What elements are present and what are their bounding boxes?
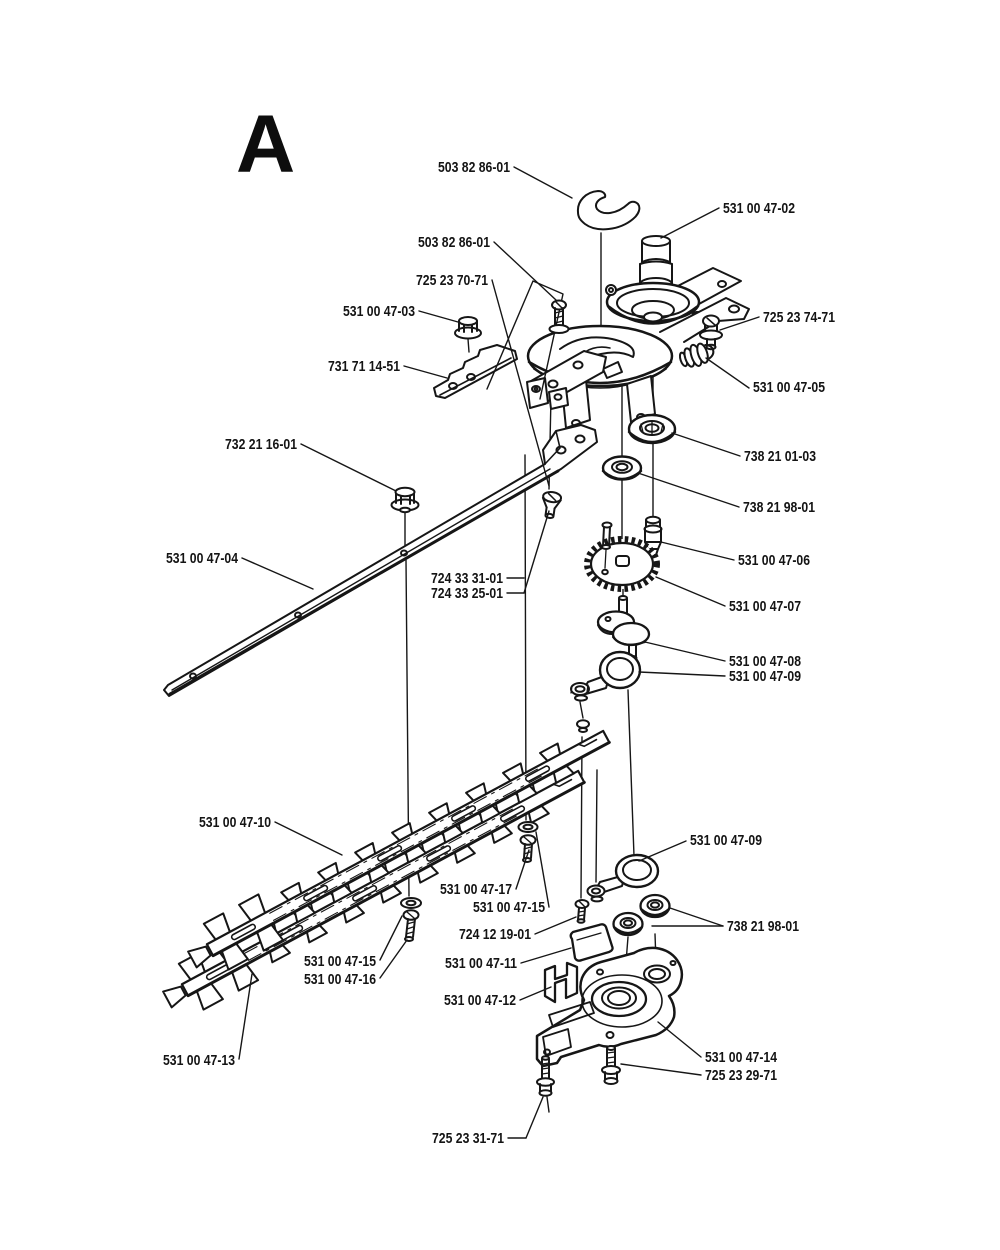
part-stud-screw-left	[536, 1055, 555, 1113]
svg-text:738 21 98-01: 738 21 98-01	[743, 500, 815, 516]
part-label-725-23-29-71-30: 725 23 29-71	[620, 1063, 777, 1084]
svg-text:531 00 47-09: 531 00 47-09	[690, 833, 762, 849]
svg-text:531 00 47-09: 531 00 47-09	[729, 669, 801, 685]
part-washer-screw-left	[400, 897, 422, 942]
part-bearing-middle	[601, 455, 643, 481]
part-crank-eccentric	[596, 595, 651, 661]
part-small-screw	[574, 899, 590, 924]
part-label-531-00-47-14-29: 531 00 47-14	[657, 1021, 777, 1066]
svg-text:724 33 31-01: 724 33 31-01	[431, 571, 503, 587]
part-label-531-00-47-08-16: 531 00 47-08	[644, 641, 801, 670]
part-label-738-21-01-03-9: 738 21 01-03	[671, 432, 816, 465]
part-support-bar	[163, 424, 598, 697]
svg-text:732 21 16-01: 732 21 16-01	[225, 437, 297, 453]
svg-text:731 71 14-51: 731 71 14-51	[328, 359, 400, 375]
svg-text:724 12 19-01: 724 12 19-01	[459, 927, 531, 943]
section-letter: A	[236, 99, 295, 190]
svg-text:531 00 47-10: 531 00 47-10	[199, 815, 271, 831]
part-eccentric-gear	[584, 521, 660, 592]
part-label-732-21-16-01-8: 732 21 16-01	[225, 437, 397, 492]
svg-text:531 00 47-11: 531 00 47-11	[445, 956, 517, 972]
part-label-531-00-47-17-20: 531 00 47-17	[440, 849, 530, 898]
part-ribbed-plug	[678, 342, 715, 368]
part-label-531-00-47-02-1: 531 00 47-02	[660, 201, 795, 239]
svg-text:531 00 47-13: 531 00 47-13	[163, 1053, 235, 1069]
part-connecting-rod-top	[570, 650, 642, 702]
part-label-725-23-74-71-5: 725 23 74-71	[719, 310, 835, 331]
part-label-731-71-14-51-6: 731 71 14-51	[328, 359, 448, 379]
part-label-738-21-98-01-23: 738 21 98-01	[651, 907, 799, 935]
part-flange-nut-bar	[390, 486, 420, 514]
part-label-724-33-31-01-13: 724 33 31-01	[431, 571, 525, 587]
part-label-725-23-31-71-31: 725 23 31-71	[432, 1096, 544, 1147]
part-cover-plate-outline	[486, 280, 564, 400]
part-countersunk-screw	[541, 490, 563, 519]
part-bearing-upper	[627, 413, 677, 445]
part-label-531-00-47-09-17: 531 00 47-09	[638, 669, 801, 685]
part-label-531-00-47-07-15: 531 00 47-07	[655, 576, 801, 615]
part-retainer-plate	[569, 923, 614, 962]
svg-text:531 00 47-15: 531 00 47-15	[304, 954, 376, 970]
part-washer-screw-right	[517, 821, 539, 863]
part-mounting-arm	[526, 350, 607, 410]
svg-text:531 00 47-06: 531 00 47-06	[738, 553, 810, 569]
part-label-531-00-47-11-26: 531 00 47-11	[445, 947, 572, 972]
part-label-531-00-47-03-4: 531 00 47-03	[343, 304, 459, 323]
part-flange-nut-top	[454, 316, 482, 353]
svg-text:531 00 47-08: 531 00 47-08	[729, 654, 801, 670]
part-crescent-clip	[576, 190, 641, 231]
part-label-725-23-70-71-3: 725 23 70-71	[416, 273, 550, 487]
svg-text:503 82 86-01: 503 82 86-01	[418, 235, 490, 251]
part-blade-pivot-screw	[576, 719, 590, 733]
part-label-724-33-25-01-14: 724 33 25-01	[431, 510, 550, 602]
svg-text:531 00 47-15: 531 00 47-15	[473, 900, 545, 916]
svg-text:531 00 47-12: 531 00 47-12	[444, 993, 516, 1009]
part-label-724-12-19-01-22: 724 12 19-01	[459, 916, 577, 943]
part-number-callouts: 503 82 86-01 531 00 47-02 503 82 86-01 725 …	[163, 160, 835, 1147]
svg-text:725 23 31-71: 725 23 31-71	[432, 1131, 504, 1147]
part-label-531-00-47-15-21: 531 00 47-15	[473, 831, 550, 916]
svg-text:531 00 47-17: 531 00 47-17	[440, 882, 512, 898]
part-label-531-00-47-06-12: 531 00 47-06	[660, 541, 810, 569]
part-housing-cover	[605, 267, 742, 325]
part-label-531-00-47-13-28: 531 00 47-13	[163, 973, 253, 1069]
part-bearing-pair-bottom	[612, 893, 671, 937]
part-label-503-82-86-01-0: 503 82 86-01	[438, 160, 573, 199]
part-guide-clip	[543, 961, 579, 1004]
svg-text:503 82 86-01: 503 82 86-01	[438, 160, 510, 176]
part-connecting-rod-bottom	[586, 853, 660, 903]
part-blade-guide-bracket	[433, 344, 518, 399]
part-label-503-82-86-01-2: 503 82 86-01	[418, 235, 557, 301]
part-label-531-00-47-16-25: 531 00 47-16	[304, 939, 408, 988]
svg-text:725 23 70-71: 725 23 70-71	[416, 273, 488, 289]
part-label-738-21-98-01-10: 738 21 98-01	[637, 472, 815, 516]
svg-text:738 21 01-03: 738 21 01-03	[744, 449, 816, 465]
svg-text:725 23 29-71: 725 23 29-71	[705, 1068, 777, 1084]
part-label-531-00-47-05-7: 531 00 47-05	[705, 357, 825, 396]
part-gear-housing-bottom	[535, 946, 684, 1068]
part-label-531-00-47-04-11: 531 00 47-04	[166, 551, 314, 590]
part-stud-screw-right	[601, 1045, 621, 1085]
part-blade-upper	[187, 729, 611, 971]
svg-text:531 00 47-05: 531 00 47-05	[753, 380, 825, 396]
svg-text:531 00 47-03: 531 00 47-03	[343, 304, 415, 320]
part-label-531-00-47-15-24: 531 00 47-15	[304, 915, 403, 970]
svg-text:725 23 74-71: 725 23 74-71	[763, 310, 835, 326]
svg-text:531 00 47-07: 531 00 47-07	[729, 599, 801, 615]
svg-text:531 00 47-02: 531 00 47-02	[723, 201, 795, 217]
part-label-531-00-47-10-18: 531 00 47-10	[199, 815, 343, 856]
svg-text:738 21 98-01: 738 21 98-01	[727, 919, 799, 935]
part-label-531-00-47-12-27: 531 00 47-12	[444, 986, 552, 1009]
svg-text:531 00 47-16: 531 00 47-16	[304, 972, 376, 988]
part-label-531-00-47-09-19: 531 00 47-09	[638, 833, 762, 862]
svg-text:531 00 47-04: 531 00 47-04	[166, 551, 238, 567]
svg-text:531 00 47-14: 531 00 47-14	[705, 1050, 777, 1066]
svg-text:724 33 25-01: 724 33 25-01	[431, 586, 503, 602]
part-screw-washer-top	[548, 299, 570, 334]
